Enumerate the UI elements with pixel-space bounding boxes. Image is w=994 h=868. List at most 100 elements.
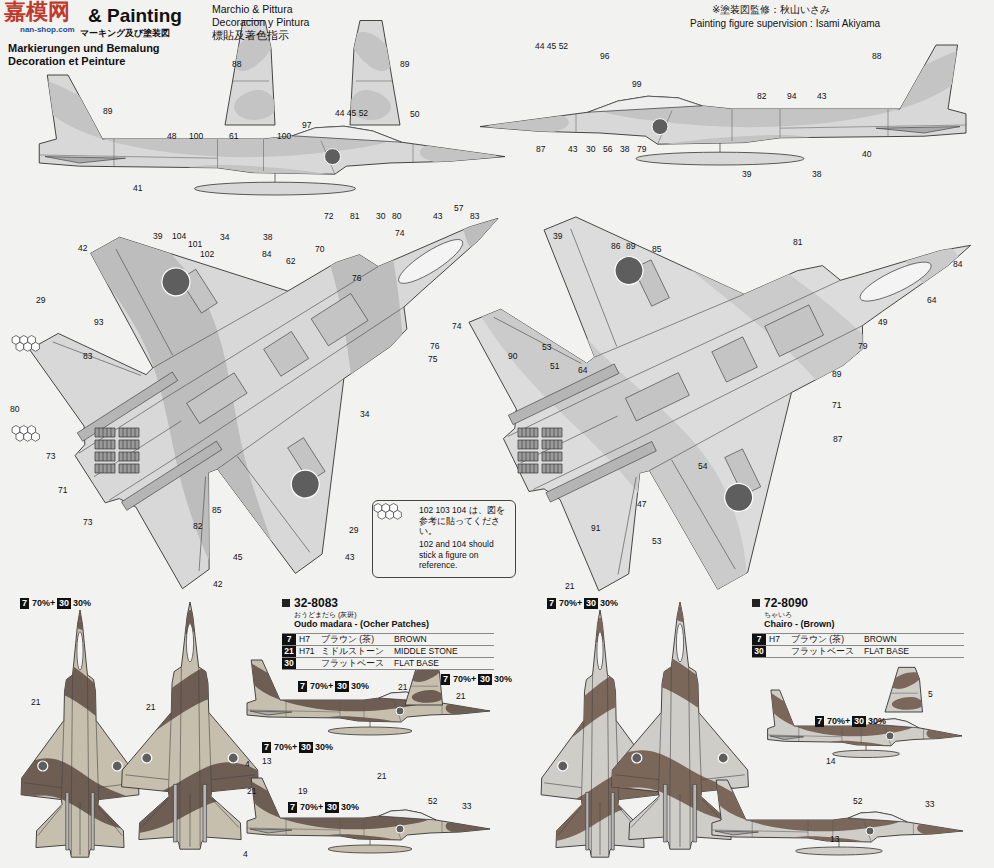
- callout-number: 42: [213, 580, 222, 589]
- camouflage-patch: [180, 165, 350, 187]
- panel-line: [247, 710, 340, 712]
- roundel: [610, 252, 647, 289]
- panel-line: [861, 726, 862, 744]
- callout-number: 90: [508, 352, 517, 361]
- camouflage-patch: [9, 178, 378, 646]
- callout-number: 101: [188, 240, 202, 249]
- nozzle-petals: [518, 440, 538, 449]
- petal-line: [534, 452, 535, 461]
- petal-line: [99, 452, 100, 461]
- panel-line: [752, 820, 753, 837]
- note-text: 102 and 104 should stick a figure on ref…: [419, 539, 511, 571]
- canopy: [848, 812, 907, 822]
- camouflage-patch: [70, 605, 90, 630]
- callout-number: 61: [229, 132, 238, 141]
- aircraft-top-view: [8, 605, 153, 857]
- callout-number: 21: [247, 787, 256, 796]
- color-chip: 7: [547, 598, 556, 609]
- callout-number: 89: [832, 370, 841, 379]
- fin: [203, 784, 207, 842]
- callout-number: 79: [637, 145, 646, 154]
- decal-hexagon: [386, 510, 394, 519]
- canopy: [856, 255, 936, 308]
- color-chip: 7: [288, 802, 297, 813]
- fin: [693, 784, 697, 842]
- callout-number: 43: [433, 212, 442, 221]
- note-text: 102 103 104 は、図を参考に貼ってください。: [419, 505, 511, 537]
- camouflage-patch: [420, 143, 502, 165]
- decal-hexagon: [32, 342, 40, 351]
- scheme-number: 72-8090: [752, 596, 964, 610]
- callout-number: 21: [398, 683, 407, 692]
- fin: [91, 792, 94, 850]
- callout-number: 100: [277, 132, 291, 141]
- callout-number: 71: [58, 486, 67, 495]
- petal-line: [558, 452, 559, 461]
- panel-line: [558, 807, 582, 836]
- camouflage-patch: [36, 80, 395, 157]
- panel-line: [53, 311, 141, 405]
- roundel: [142, 753, 152, 763]
- callout-number: 97: [302, 121, 311, 130]
- color-name: フラットベース: [788, 646, 860, 657]
- callout-number: 73: [46, 452, 55, 461]
- callout-number: 102: [200, 250, 214, 259]
- petal-line: [546, 440, 547, 449]
- callout-number: 53: [542, 343, 551, 352]
- aircraft-side-view: [766, 690, 962, 758]
- nozzle-petals: [542, 428, 562, 437]
- credit-note: ※塗装図監修：秋山いさみ: [712, 5, 830, 15]
- roundel: [396, 707, 404, 715]
- callout-number: 84: [262, 250, 271, 259]
- canopy: [186, 624, 193, 662]
- panel-line: [600, 802, 601, 855]
- watermark: 嘉模网: [4, 1, 70, 23]
- callout-number: 48: [167, 132, 176, 141]
- panel-line: [888, 109, 889, 136]
- mix-ratio: 30%: [868, 716, 886, 726]
- decal-hexagon: [378, 510, 386, 519]
- panel-line: [199, 667, 200, 794]
- callout-number: 13: [262, 757, 271, 766]
- callout-number: 39: [553, 232, 562, 241]
- stabilator: [250, 829, 292, 833]
- camouflage-patch: [446, 703, 489, 717]
- stabilator: [45, 157, 126, 163]
- scheme-name: おうどまだら (灰斑): [282, 610, 494, 619]
- mix-ratio: 30%: [315, 742, 333, 752]
- color-name: BROWN: [860, 634, 897, 645]
- callout-number: 29: [36, 296, 45, 305]
- roundel: [38, 761, 48, 771]
- callout-number: 93: [94, 318, 103, 327]
- color-name: ミドルストーン: [318, 646, 390, 657]
- camouflage-patch: [320, 834, 408, 848]
- callout-number: 14: [826, 757, 835, 766]
- panel-line: [200, 794, 201, 847]
- callout-number: 104: [172, 232, 186, 241]
- color-chip: 7: [815, 716, 824, 727]
- camouflage-patch: [926, 729, 960, 741]
- camouflage-patch: [642, 135, 819, 157]
- panel-line: [166, 263, 378, 401]
- scheme-name: Oudo madara - (Ocher Patches): [282, 619, 494, 630]
- callout-number: 76: [430, 342, 439, 351]
- callout-number: 71: [832, 401, 841, 410]
- callout-number: 88: [872, 52, 881, 61]
- callout-number: 80: [392, 212, 401, 221]
- heading-text: Decoracion y Pintura: [212, 17, 309, 28]
- color-chip: 30: [325, 802, 339, 813]
- fuel-tank: [195, 182, 356, 195]
- callout-number: 52: [853, 797, 862, 806]
- panel-line: [179, 794, 180, 847]
- panel-line: [891, 693, 918, 694]
- petal-line: [111, 464, 112, 473]
- petal-line: [526, 428, 527, 437]
- callout-number: 34: [360, 410, 369, 419]
- color-name: FLAT BASE: [390, 658, 439, 669]
- airframe: [247, 778, 490, 840]
- petal-line: [526, 452, 527, 461]
- color-row: 30フラットベースFLAT BASE: [752, 645, 964, 658]
- mix-ratio: 70%+: [300, 802, 323, 812]
- callout-number: 87: [833, 435, 842, 444]
